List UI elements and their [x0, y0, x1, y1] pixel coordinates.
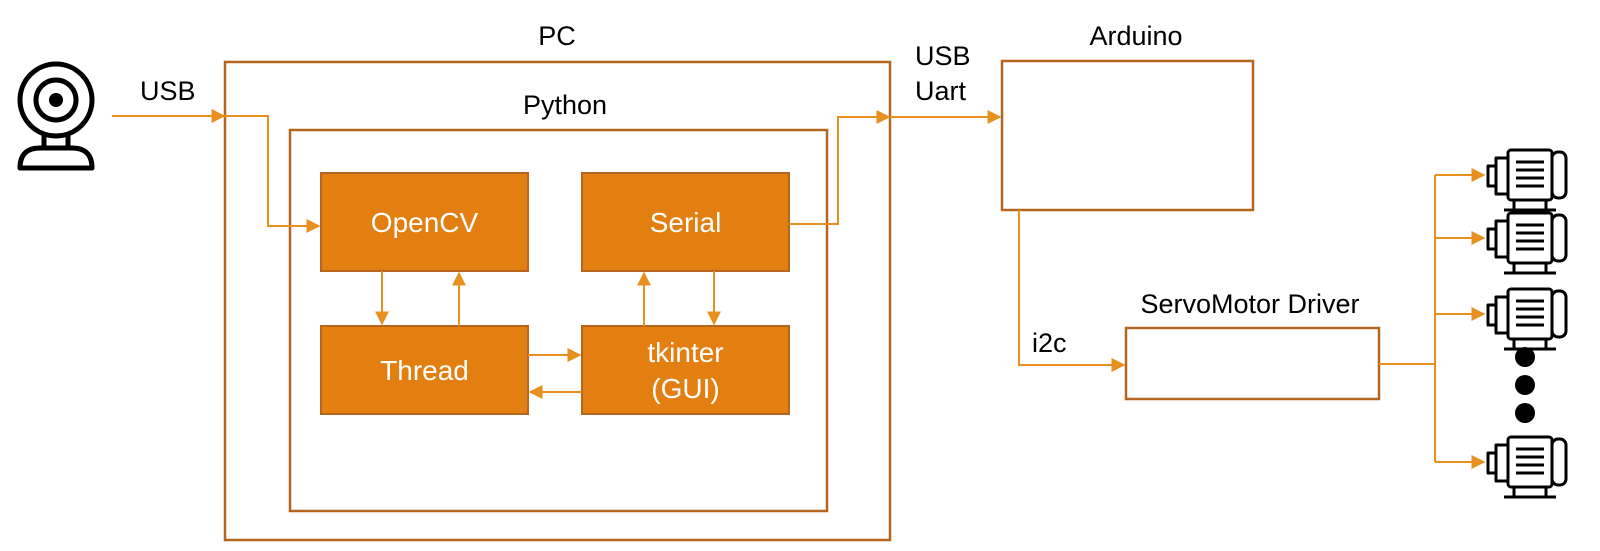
- servo-driver-container: [1124, 326, 1381, 401]
- tkinter-label-line1: tkinter: [647, 337, 723, 368]
- opencv-block: [320, 172, 529, 272]
- webcam-icon: [17, 61, 95, 171]
- usb-to-opencv-link: [224, 115, 321, 233]
- servo-motor-icon: [1486, 287, 1568, 351]
- serial-to-pc-edge-link: [789, 110, 891, 225]
- pc-arduino-label-line1: USB: [915, 41, 971, 71]
- serial-block: [581, 172, 790, 272]
- pc-arduino-label-line2: Uart: [915, 76, 967, 106]
- servo-motor-icon: [1486, 211, 1568, 275]
- arduino-label: Arduino: [1089, 21, 1182, 51]
- pc-container: [223, 60, 892, 542]
- camera-usb-label: USB: [140, 76, 196, 106]
- ellipsis-dots-icon: [1515, 347, 1535, 423]
- servo-motor-icon: [1486, 148, 1568, 212]
- python-label: Python: [523, 90, 607, 120]
- thread-label: Thread: [380, 355, 469, 386]
- i2c-label: i2c: [1032, 328, 1067, 358]
- pc-label: PC: [538, 21, 576, 51]
- arduino-to-driver-link: [1018, 210, 1126, 372]
- tkinter-label-line2: (GUI): [651, 373, 719, 404]
- arduino-container: [1000, 59, 1255, 212]
- tkinter-block: [581, 325, 790, 415]
- thread-block: [320, 325, 529, 415]
- servo-motor-icon: [1486, 435, 1568, 499]
- opencv-label: OpenCV: [371, 207, 479, 238]
- serial-label: Serial: [650, 207, 722, 238]
- servo-driver-label: ServoMotor Driver: [1140, 289, 1359, 319]
- python-container: [288, 128, 829, 513]
